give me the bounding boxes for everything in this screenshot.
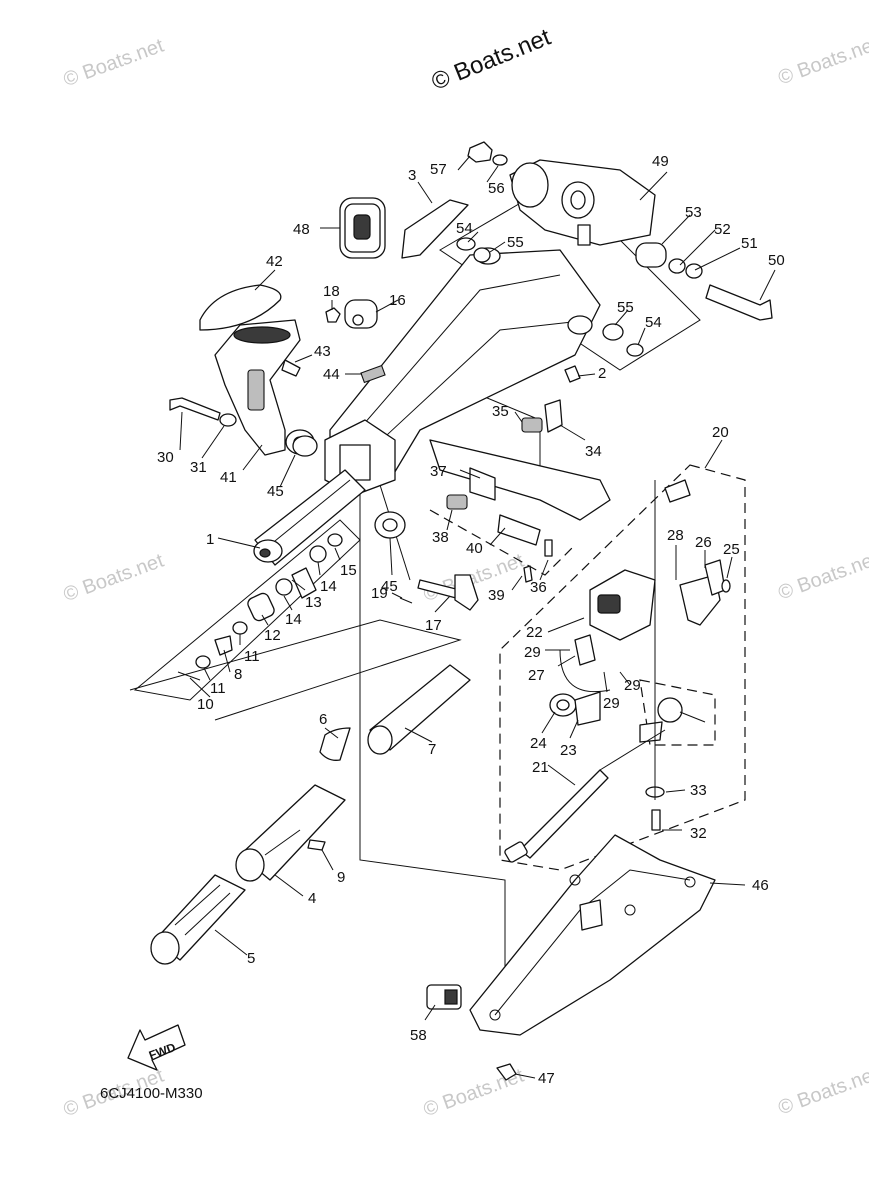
friction-knob (399, 574, 479, 611)
top-hardware (456, 141, 773, 383)
callout-numbers: 1 2 3 4 5 6 7 8 9 10 11 11 12 13 14 14 1… (157, 153, 785, 1087)
callout-34: 34 (585, 443, 602, 460)
callout-49: 49 (652, 153, 669, 170)
base-plate (469, 834, 716, 1036)
callout-56: 56 (488, 180, 505, 197)
callout-4: 4 (308, 890, 316, 907)
watermark-faint: © Boats.net (775, 548, 869, 605)
callout-27: 27 (528, 667, 545, 684)
callout-32: 32 (690, 825, 707, 842)
callout-55a: 55 (507, 234, 524, 251)
rubber-mount (339, 197, 386, 259)
callout-57: 57 (430, 161, 447, 178)
connector (426, 984, 462, 1010)
callout-11b: 11 (210, 680, 226, 697)
callout-53: 53 (685, 204, 702, 221)
throttle-shaft-parts (177, 533, 343, 681)
cable-bracket (429, 399, 611, 583)
callout-54a: 54 (456, 220, 473, 237)
bushing (374, 511, 406, 539)
callout-23: 23 (560, 742, 577, 759)
throttle-handle (214, 319, 315, 456)
callout-41: 41 (220, 469, 237, 486)
callout-17: 17 (425, 617, 442, 634)
callout-36: 36 (530, 579, 547, 596)
callout-30: 30 (157, 449, 174, 466)
callout-3: 3 (408, 167, 416, 184)
callout-37: 37 (430, 463, 447, 480)
callout-29a: 29 (524, 644, 541, 661)
grip-parts (150, 664, 471, 965)
callout-18: 18 (323, 283, 340, 300)
callout-20: 20 (712, 424, 729, 441)
callout-29b: 29 (603, 695, 620, 712)
leader-lines (179, 155, 776, 1079)
callout-21: 21 (532, 759, 549, 776)
callout-9: 9 (337, 869, 345, 886)
callout-5: 5 (247, 950, 255, 967)
callout-43: 43 (314, 343, 331, 360)
diagram-code: 6CJ4100-M330 (100, 1085, 203, 1102)
callout-54b: 54 (645, 314, 662, 331)
callout-46: 46 (752, 877, 769, 894)
callout-50: 50 (768, 252, 785, 269)
callout-6: 6 (319, 711, 327, 728)
callout-8: 8 (234, 666, 242, 683)
callout-29c: 29 (624, 677, 641, 694)
callout-26: 26 (695, 534, 712, 551)
handle-cap (199, 284, 282, 331)
callout-35: 35 (492, 403, 509, 420)
callout-10: 10 (197, 696, 214, 713)
callout-48: 48 (293, 221, 310, 238)
callout-14a: 14 (285, 611, 302, 628)
callout-45b: 45 (381, 578, 398, 595)
upper-bracket (509, 159, 656, 246)
callout-52: 52 (714, 221, 731, 238)
cover-plate (401, 199, 469, 259)
watermark-faint: © Boats.net (775, 1063, 869, 1120)
callout-40: 40 (466, 540, 483, 557)
callout-12: 12 (264, 627, 281, 644)
callout-42: 42 (266, 253, 283, 270)
watermark-top: © Boats.net (428, 24, 555, 96)
callout-47: 47 (538, 1070, 555, 1087)
callout-33: 33 (690, 782, 707, 799)
callout-14b: 14 (320, 578, 337, 595)
throttle-assembly (504, 479, 731, 863)
fwd-arrow-icon: FWD (127, 1024, 186, 1071)
callout-55b: 55 (617, 299, 634, 316)
screw (281, 359, 301, 377)
callout-11a: 11 (244, 648, 260, 665)
callout-28: 28 (667, 527, 684, 544)
callout-45a: 45 (267, 483, 284, 500)
callout-16: 16 (389, 292, 406, 309)
callout-22: 22 (526, 624, 543, 641)
watermark-faint: © Boats.net (61, 550, 167, 607)
callout-19: 19 (371, 585, 388, 602)
bushing (292, 435, 318, 457)
callout-2: 2 (598, 365, 606, 382)
callout-1: 1 (206, 531, 214, 548)
callout-15: 15 (340, 562, 357, 579)
watermark-faint: © Boats.net (61, 35, 167, 92)
watermark-faint: © Boats.net (775, 33, 869, 90)
callout-58: 58 (410, 1027, 427, 1044)
callout-25: 25 (723, 541, 740, 558)
handle-bolt (169, 397, 237, 427)
callout-39: 39 (488, 587, 505, 604)
tiller-arm (253, 247, 601, 566)
callout-24: 24 (530, 735, 547, 752)
callout-31: 31 (190, 459, 207, 476)
callout-13: 13 (305, 594, 322, 611)
callout-44: 44 (323, 366, 340, 383)
callout-7: 7 (428, 741, 436, 758)
callout-51: 51 (741, 235, 758, 252)
label-plate (360, 364, 386, 384)
callout-38: 38 (432, 529, 449, 546)
collar (325, 299, 378, 329)
